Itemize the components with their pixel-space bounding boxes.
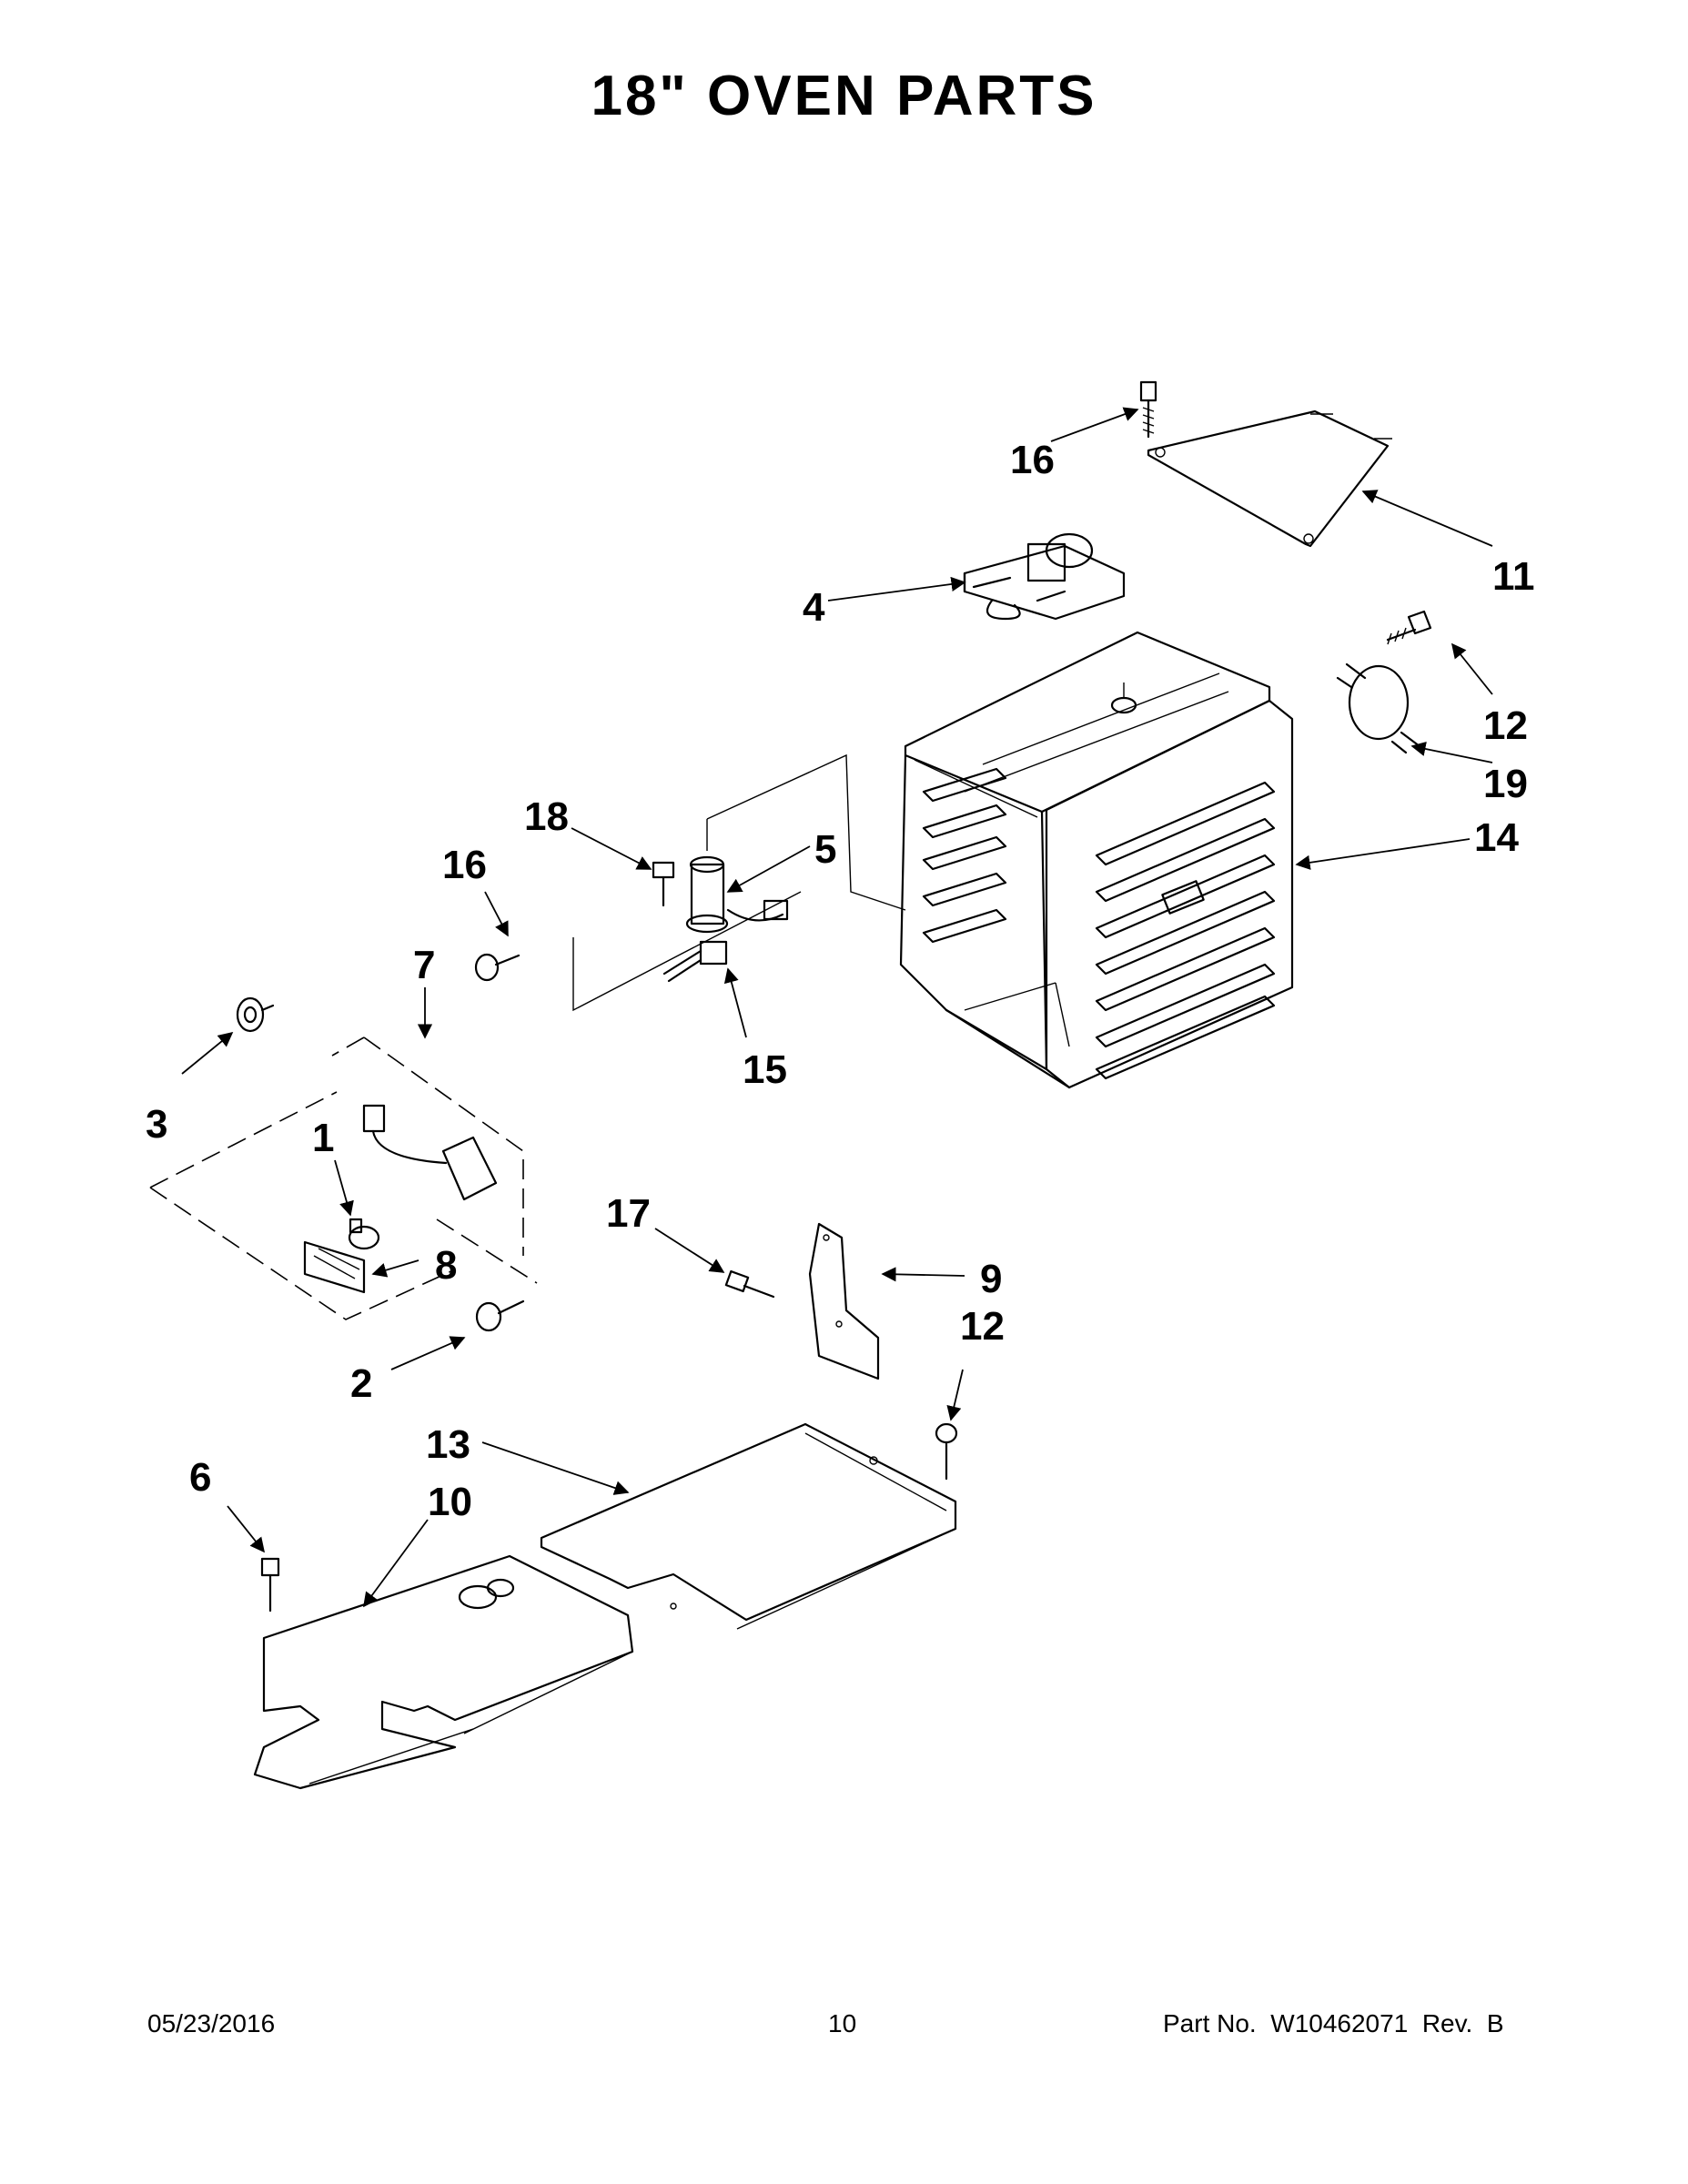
callout-7: 7: [413, 943, 435, 987]
callout-5: 5: [814, 827, 836, 872]
cover-plate-part: [1147, 410, 1392, 548]
callout-13: 13: [426, 1422, 470, 1467]
callout-18: 18: [524, 794, 569, 839]
page-title: 18" OVEN PARTS: [591, 65, 1097, 127]
callout-17: 17: [606, 1191, 651, 1236]
callout-1: 1: [312, 1116, 334, 1160]
footer-page-number: 10: [828, 2009, 857, 2037]
callout-2: 2: [350, 1361, 372, 1406]
callout-19: 19: [1483, 762, 1528, 806]
callout-12: 12: [960, 1304, 1005, 1349]
footer-part-number: Part No. W10462071 Rev. B: [1163, 2009, 1504, 2037]
callout-3: 3: [146, 1102, 167, 1147]
control-module-part: [963, 532, 1126, 621]
screw-part: [724, 1269, 775, 1299]
screw-part: [1386, 610, 1432, 645]
callout-6: 6: [189, 1455, 211, 1500]
callout-16: 16: [442, 843, 487, 887]
footer-date: 05/23/2016: [147, 2009, 276, 2037]
callout-4: 4: [803, 585, 825, 630]
oven-cavity-part: [899, 631, 1294, 1089]
screw-part: [1139, 380, 1157, 439]
light-assembly-group: [149, 1036, 538, 1320]
knob-part: [236, 996, 275, 1033]
callout-8: 8: [435, 1243, 457, 1288]
callout-11: 11: [1492, 554, 1535, 599]
base-panel-part: [253, 1554, 634, 1790]
thermal-fuse-part: [1336, 662, 1421, 754]
callout-14: 14: [1474, 815, 1519, 860]
callout-12: 12: [1483, 703, 1528, 748]
callout-16: 16: [1010, 438, 1055, 482]
lens-part: [303, 1240, 366, 1294]
bracket-part: [808, 1222, 880, 1380]
igniter-part: [685, 819, 789, 934]
screw-part: [935, 1422, 958, 1481]
probe-part: [662, 940, 728, 983]
floor-panel-part: [540, 1422, 957, 1630]
callout-15: 15: [743, 1047, 787, 1092]
callout-10: 10: [428, 1480, 472, 1524]
screw-part: [475, 1299, 525, 1332]
light-socket-part: [362, 1104, 498, 1201]
callout-9: 9: [980, 1257, 1002, 1301]
screw-part: [260, 1557, 280, 1613]
screw-part: [474, 953, 521, 982]
bulb-part: [348, 1218, 380, 1250]
screw-part: [652, 861, 675, 907]
